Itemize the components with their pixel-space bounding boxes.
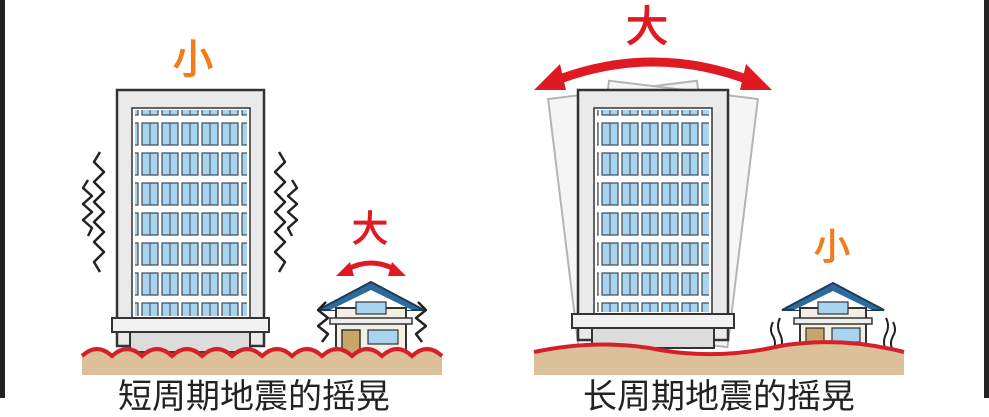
- right-ground: [533, 340, 905, 375]
- left-caption: 短周期地震的摇晃: [118, 377, 390, 417]
- left-building-shake-label: 小: [173, 37, 213, 83]
- right-scene: [533, 57, 905, 375]
- left-tall-building: [111, 88, 270, 353]
- illustration: [80, 57, 905, 375]
- left-house-shake-marks: [316, 301, 428, 343]
- right-building-swing-arrow: [534, 57, 772, 90]
- left-scene: [80, 88, 444, 375]
- left-ground: [80, 347, 444, 375]
- right-tall-building: [571, 88, 735, 349]
- left-house: [317, 280, 425, 359]
- right-house-shake-label: 小: [814, 227, 851, 268]
- left-house-shake-label: 大: [352, 209, 389, 250]
- left-building-shake-marks: [81, 151, 299, 273]
- left-house-swing-arrow: [336, 260, 406, 276]
- right-building-shake-label: 大: [626, 2, 669, 51]
- right-caption: 长周期地震的摇晃: [583, 377, 855, 417]
- panel-frame: [0, 0, 989, 398]
